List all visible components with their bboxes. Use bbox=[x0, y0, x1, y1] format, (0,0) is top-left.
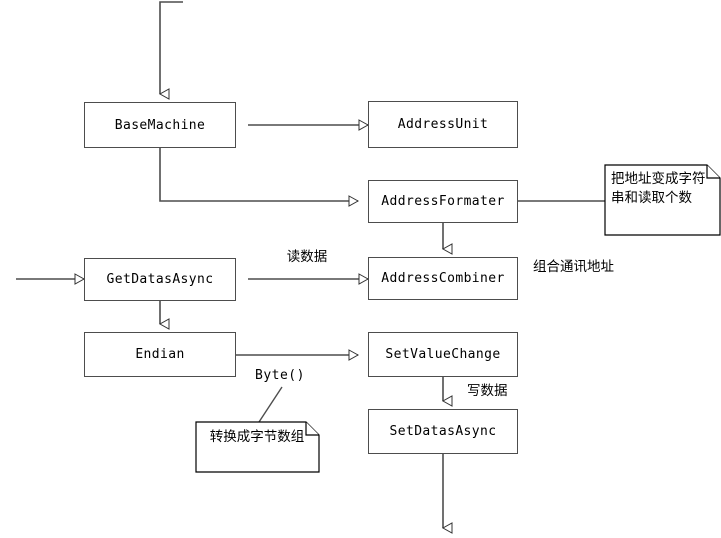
edge-label-byte: Byte() bbox=[255, 368, 305, 383]
note-label-byte-array: 转换成字节数组 bbox=[209, 429, 305, 445]
note-fold-byte-array bbox=[305, 422, 319, 436]
node-addressformater[interactable]: AddressFormater bbox=[368, 180, 518, 223]
node-addressunit[interactable]: AddressUnit bbox=[368, 101, 518, 148]
node-endian[interactable]: Endian bbox=[84, 332, 236, 377]
note-fold-address-format bbox=[706, 165, 720, 179]
edge-label-read-data: 读数据 bbox=[286, 249, 328, 265]
node-setdatasasync[interactable]: SetDatasAsync bbox=[368, 409, 518, 454]
node-setvaluechange[interactable]: SetValueChange bbox=[368, 332, 518, 377]
edge-label-write-data: 写数据 bbox=[467, 383, 508, 399]
note-shape-byte-array bbox=[195, 421, 320, 473]
note-label-address-format: 把地址变成字符串和读取个数 bbox=[611, 171, 706, 206]
edge-entry-to-basemachine bbox=[158, 1, 183, 100]
node-getdatasasync[interactable]: GetDatasAsync bbox=[84, 258, 236, 301]
note-shape-address-format bbox=[604, 164, 721, 236]
edge-basemachine-to-addressformater bbox=[159, 148, 360, 207]
leader-line-byte-note bbox=[258, 386, 283, 423]
node-basemachine[interactable]: BaseMachine bbox=[84, 102, 236, 148]
node-addresscombiner[interactable]: AddressCombiner bbox=[368, 257, 518, 300]
edge-label-combine-address: 组合通讯地址 bbox=[533, 259, 614, 275]
